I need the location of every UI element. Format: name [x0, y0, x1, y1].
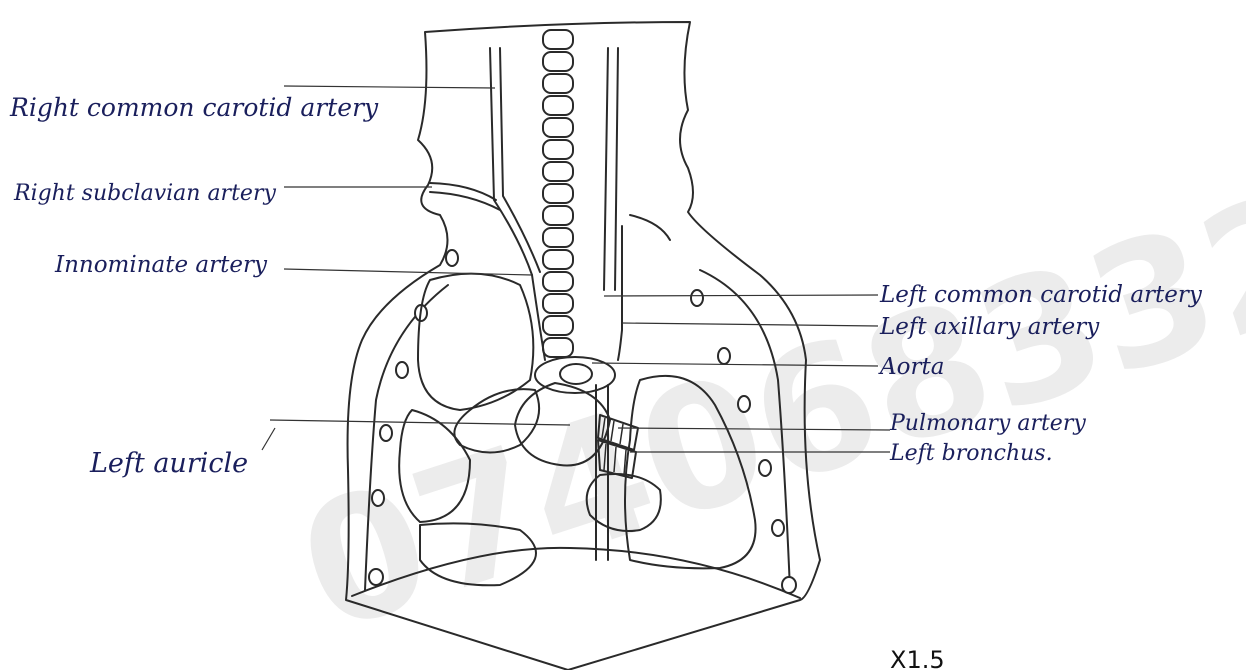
tracheal-ring: [543, 338, 573, 357]
tracheal-ring: [543, 316, 573, 335]
tracheal-ring: [543, 206, 573, 225]
tracheal-ring: [543, 96, 573, 115]
tracheal-ring: [543, 162, 573, 181]
tracheal-ring: [543, 184, 573, 203]
tracheal-ring: [543, 118, 573, 137]
tracheal-ring: [543, 30, 573, 49]
label-aorta: Aorta: [878, 354, 944, 380]
label-right-subclavian-artery: Right subclavian artery: [13, 181, 276, 206]
watermark: 0740683326: [279, 117, 1246, 670]
tracheal-ring: [543, 250, 573, 269]
label-pulmonary-artery: Pulmonary artery: [889, 411, 1086, 436]
label-right-common-carotid-artery: Right common carotid artery: [9, 93, 379, 122]
trachea: [543, 30, 573, 357]
tracheal-ring: [543, 294, 573, 313]
tracheal-ring: [543, 228, 573, 247]
label-left-bronchus: Left bronchus.: [889, 441, 1053, 466]
tracheal-ring: [543, 52, 573, 71]
label-left-auricle: Left auricle: [89, 448, 248, 479]
label-left-axillary-artery: Left axillary artery: [879, 314, 1100, 340]
label-left-common-carotid-artery: Left common carotid artery: [879, 282, 1203, 308]
label-innominate-artery: Innominate artery: [54, 252, 268, 278]
tracheal-ring: [543, 140, 573, 159]
tracheal-ring: [543, 74, 573, 93]
aortic-arch-inner: [560, 364, 592, 384]
magnification-label: X1.5: [890, 646, 945, 670]
tracheal-ring: [543, 272, 573, 291]
